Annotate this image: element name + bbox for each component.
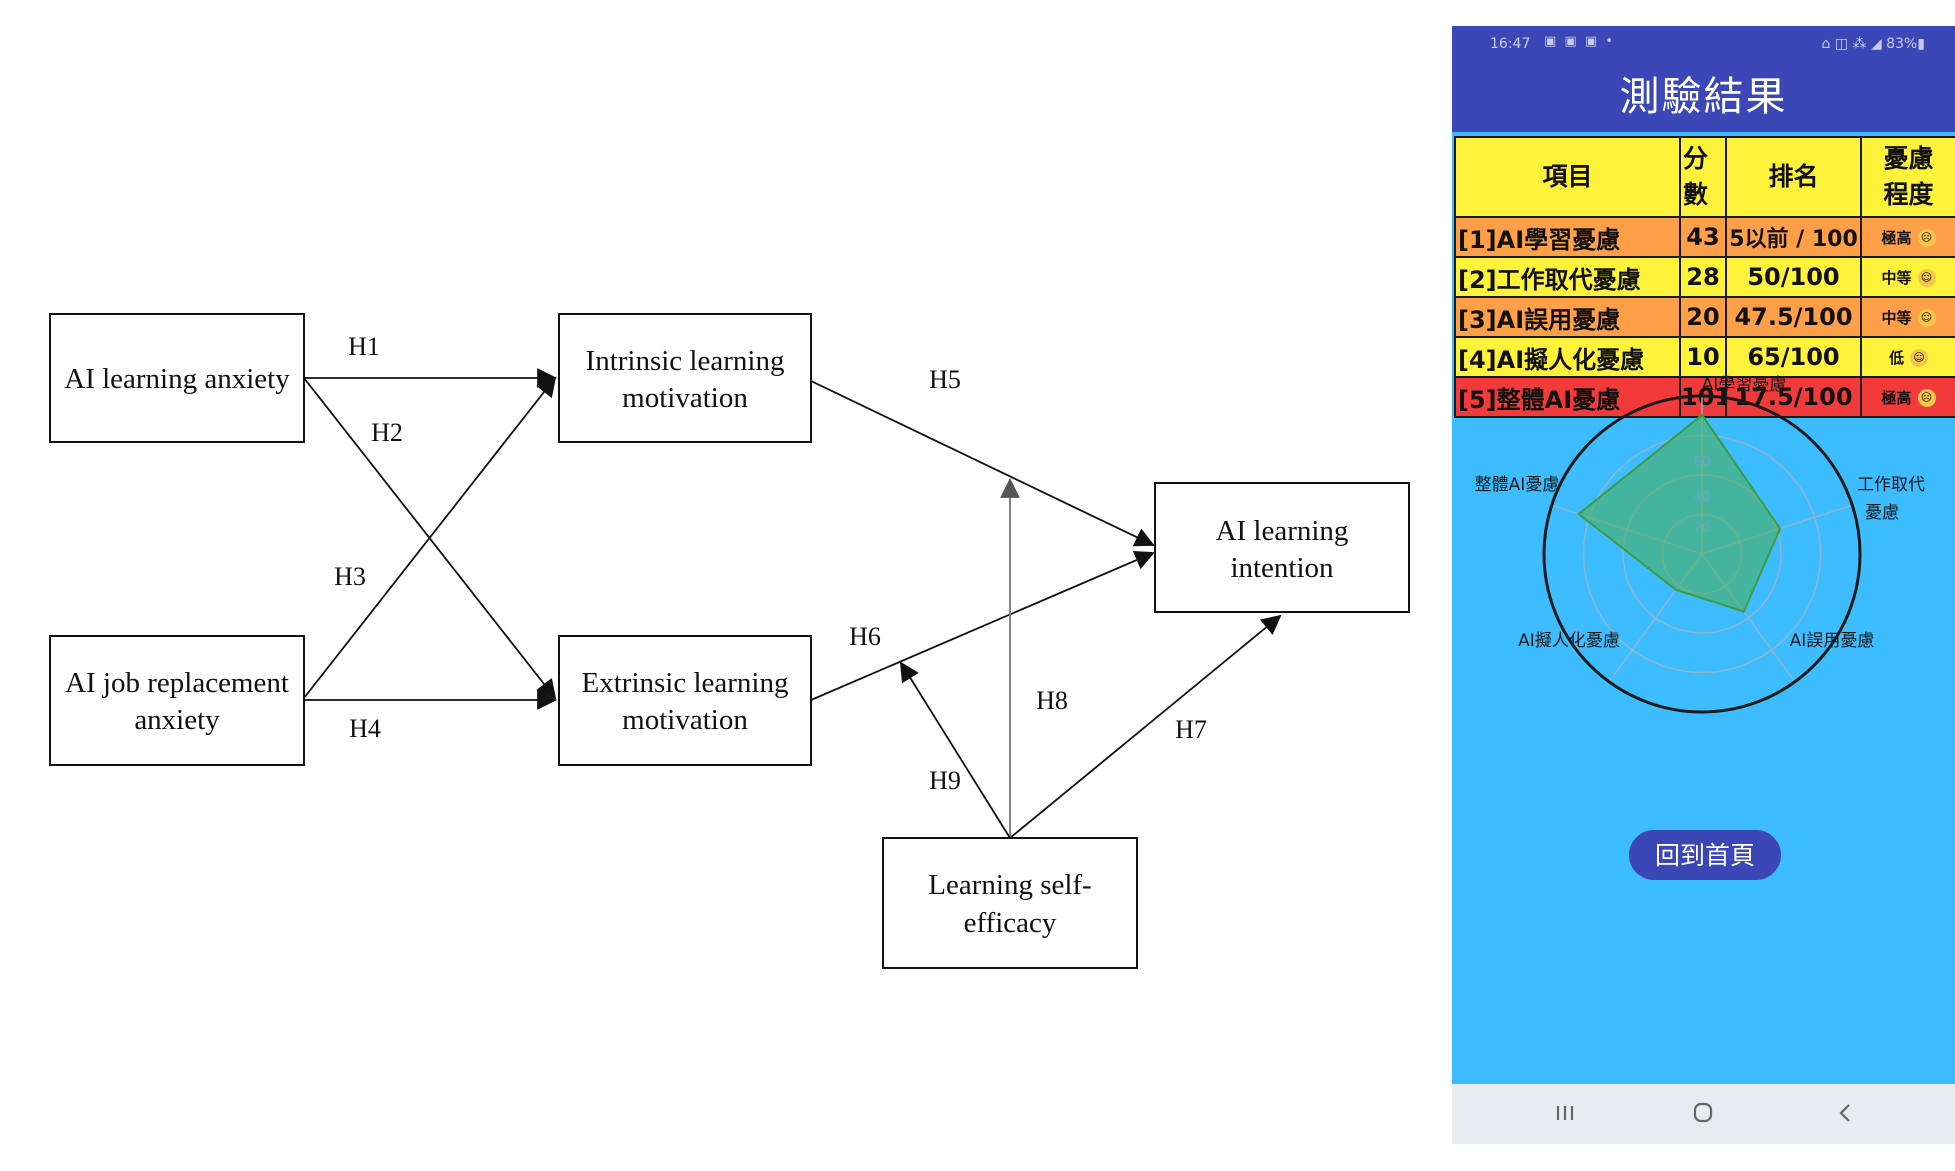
cell-rank: 50/100 [1725,256,1862,298]
node-label-line2: efficacy [964,907,1057,939]
recent-apps-icon[interactable] [1545,1098,1585,1128]
level-text: 中等 [1881,268,1912,287]
header-score: 分 數 [1679,136,1727,218]
page-title: 測驗結果 [1452,62,1955,132]
happy-face-icon: ☺ [1910,349,1928,367]
result-table: 項目 分 數 排名 憂慮 程度 [1]AI學習憂慮 43 5以前 / 100 極… [1454,136,1955,418]
status-time: 16:47 [1490,36,1531,52]
neutral-face-icon: ☺ [1917,309,1936,327]
header-rank: 排名 [1725,136,1862,218]
label-h6: H6 [849,622,881,651]
table-row: [2]工作取代憂慮 28 50/100 中等 ☺ [1454,256,1955,298]
cell-rank: 65/100 [1725,336,1862,378]
node-ai-learning-anxiety: AI learning anxiety [49,313,305,443]
cell-score: 43 [1679,216,1727,258]
edge-h9 [899,661,1011,839]
edges [303,368,1282,839]
ring-label: 20 [1694,521,1711,536]
label-h2: H2 [371,418,403,447]
back-icon[interactable] [1825,1098,1865,1128]
radar-data-polygon [1577,413,1782,613]
node-intrinsic-learning-motivation: Intrinsic learning motivation [558,313,812,443]
edge-h5 [810,380,1155,547]
home-icon[interactable] [1683,1098,1723,1128]
edge-h7 [1009,614,1282,839]
node-label-line1: Learning self- [928,869,1091,901]
node-label-line1: Intrinsic learning [586,345,785,377]
node-extrinsic-learning-motivation: Extrinsic learning motivation [558,635,812,766]
radar-outer-ring [1542,394,1862,714]
cell-item: [3]AI誤用憂慮 [1454,296,1681,338]
level-text: 低 [1888,348,1904,367]
label-h8: H8 [1036,686,1068,715]
edge-h6 [810,550,1155,701]
sad-face-icon: ☹ [1917,229,1936,247]
header-score-line1: 分 [1683,144,1709,173]
radar-axis-label-2b: 憂慮 [1865,503,1899,523]
label-h1: H1 [348,332,380,361]
cell-rank: 5以前 / 100 [1725,216,1862,258]
cell-level: 低☺ [1860,336,1955,378]
label-h7: H7 [1175,715,1207,744]
research-model-diagram: AI learning anxiety AI job replacement a… [49,313,1410,969]
level-text: 極高 [1881,228,1912,247]
label-h4: H4 [349,714,381,743]
hypothesis-labels: H1 H2 H3 H4 H5 H6 H7 H8 H9 [334,332,1207,795]
cell-item: [5]整體AI憂慮 [1454,376,1681,418]
header-level-line2: 程度 [1883,180,1934,209]
table-row: [4]AI擬人化憂慮 10 65/100 低☺ [1454,336,1955,378]
cell-item: [2]工作取代憂慮 [1454,256,1681,298]
node-label-line1: AI learning [1216,515,1349,547]
cell-score: 20 [1679,296,1727,338]
header-level: 憂慮 程度 [1860,136,1955,218]
battery-status: ⌂ ◫ ⁂ ◢ 83%▮ [1821,36,1925,52]
radar-axis-label-3: AI誤用憂慮 [1790,631,1875,651]
status-bar: 16:47 ▣ ▣ ▣ • ⌂ ◫ ⁂ ◢ 83%▮ [1452,26,1955,62]
cell-score: 28 [1679,256,1727,298]
radar-axis-label-1: AI學習憂慮 [1702,375,1787,395]
header-level-line1: 憂慮 [1883,144,1934,173]
cell-level: 極高 ☹ [1860,376,1955,418]
cell-level: 中等 ☺ [1860,296,1955,338]
cell-item: [1]AI學習憂慮 [1454,216,1681,258]
node-learning-self-efficacy: Learning self- efficacy [882,837,1138,969]
sad-face-icon: ☹ [1917,389,1936,407]
node-label: AI learning anxiety [64,363,290,395]
node-label-line2: anxiety [134,704,220,736]
node-label-line1: AI job replacement [65,667,289,699]
node-label-line2: motivation [622,704,748,736]
cell-score: 10 [1679,336,1727,378]
table-header-row: 項目 分 數 排名 憂慮 程度 [1454,136,1955,218]
node-ai-learning-intention: AI learning intention [1154,482,1410,613]
table-row: [3]AI誤用憂慮 20 47.5/100 中等 ☺ [1454,296,1955,338]
cell-rank: 47.5/100 [1725,296,1862,338]
radar-chart: 60 40 20 AI學習憂慮 工作取代 憂慮 AI誤用憂慮 AI擬人化憂慮 整… [1475,375,1925,714]
radar-axis-label-4: AI擬人化憂慮 [1518,631,1620,651]
header-item: 項目 [1454,136,1681,218]
cell-level: 極高 ☹ [1860,216,1955,258]
ring-label: 40 [1694,490,1711,505]
neutral-face-icon: ☺ [1917,269,1936,287]
back-to-home-button[interactable]: 回到首頁 [1629,830,1781,880]
radar-axis-label-5: 整體AI憂慮 [1475,475,1560,495]
level-text: 中等 [1881,308,1912,327]
cell-item: [4]AI擬人化憂慮 [1454,336,1681,378]
node-ai-job-replacement-anxiety: AI job replacement anxiety [49,635,305,766]
label-h5: H5 [929,365,961,394]
table-row: [1]AI學習憂慮 43 5以前 / 100 極高 ☹ [1454,216,1955,258]
node-label-line1: Extrinsic learning [582,667,789,699]
edge-h3 [303,376,557,699]
radar-axis-label-2: 工作取代 [1857,475,1925,495]
node-label-line2: intention [1230,552,1334,584]
android-nav-bar [1452,1084,1955,1144]
node-label-line2: motivation [622,382,748,414]
label-h9: H9 [929,766,961,795]
ring-label: 60 [1694,455,1711,470]
cell-level: 中等 ☺ [1860,256,1955,298]
phone-screen: 16:47 ▣ ▣ ▣ • ⌂ ◫ ⁂ ◢ 83%▮ 測驗結果 項目 分 數 排… [1452,26,1955,1144]
notification-icons: ▣ ▣ ▣ • [1544,34,1615,49]
header-score-line2: 數 [1683,180,1709,209]
level-text: 極高 [1881,388,1912,407]
label-h3: H3 [334,562,366,591]
